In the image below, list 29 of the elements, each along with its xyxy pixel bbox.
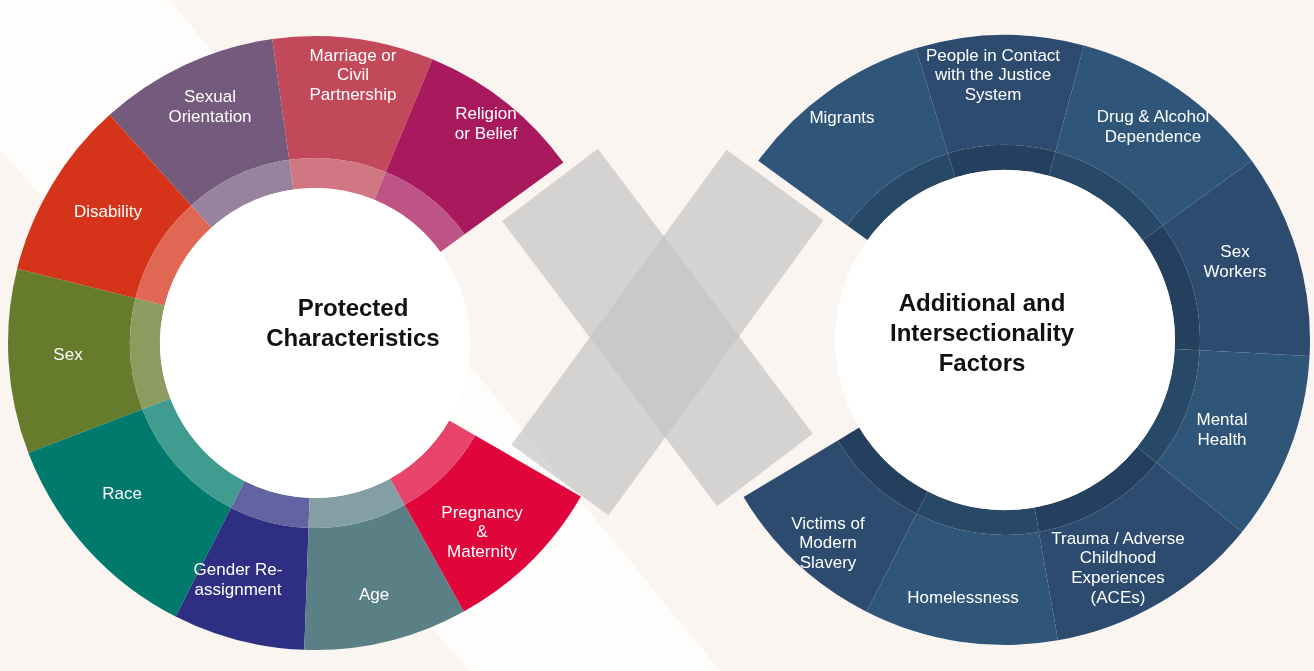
segment-label: People in Contact with the Justice System: [924, 45, 1062, 105]
segment-label: Pregnancy & Maternity: [441, 502, 523, 562]
ring-segment: [175, 481, 310, 650]
center-title: Protected Characteristics: [265, 293, 441, 353]
ring-segment: [8, 268, 171, 453]
segment-label: Trauma / Adverse Childhood Experiences (ACEs): [1050, 528, 1186, 608]
segment-label: Mental Health: [1195, 410, 1249, 450]
segment-label: Gender Re-assignment: [192, 560, 284, 600]
segment-label: Disability: [74, 202, 142, 222]
segment-label: Victims of Modern Slavery: [790, 513, 866, 573]
center-circle: [160, 188, 470, 498]
segment-label: Sexual Orientation: [167, 87, 253, 127]
center-title: Additional and Intersectionality Factors: [888, 288, 1076, 378]
ring-segment: [1142, 160, 1310, 356]
segment-label: Marriage or Civil Partnership: [308, 45, 398, 105]
segment-label: Homelessness: [907, 588, 1019, 608]
segment-label: Religion or Belief: [453, 104, 519, 144]
segment-label: Sex Workers: [1202, 242, 1268, 282]
segment-label: Drug & Alcohol Dependence: [1095, 107, 1211, 147]
segment-label: Age: [358, 585, 390, 605]
ring-segment: [915, 35, 1084, 178]
ring-segment: [390, 420, 581, 612]
segment-label: Race: [102, 484, 142, 504]
center-circle: [835, 170, 1175, 510]
segment-label: Sex: [53, 345, 83, 365]
segment-label: Migrants: [809, 108, 875, 128]
ring-segment: [1034, 447, 1243, 641]
ring-segment: [272, 36, 433, 200]
ring-segment: [1137, 348, 1310, 532]
